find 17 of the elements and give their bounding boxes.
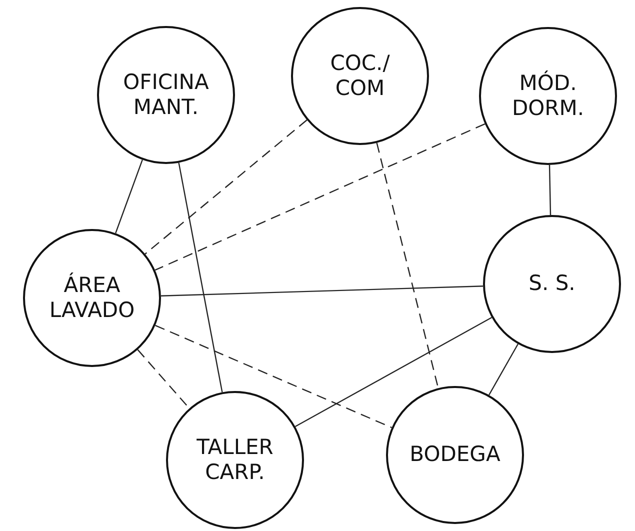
room-label: COC./ COM [329, 50, 391, 102]
connection-line [115, 160, 143, 234]
connection-line [295, 316, 492, 428]
room-label: OFICINA MANT. [122, 70, 210, 120]
connection-line [144, 120, 308, 254]
connection-line [154, 123, 486, 271]
connection-line [155, 324, 392, 428]
connection-line [178, 162, 223, 392]
connection-line [376, 142, 439, 388]
room-label: ÁREA LAVADO [48, 272, 136, 324]
connection-line [548, 164, 552, 216]
room-label: MÓD. DORM. [510, 70, 586, 122]
room-label: BODEGA [408, 442, 502, 468]
connection-line [488, 344, 519, 396]
connection-line [160, 286, 484, 296]
room-label: S. S. [528, 271, 576, 297]
room-label: TALLER CARP. [196, 434, 274, 486]
